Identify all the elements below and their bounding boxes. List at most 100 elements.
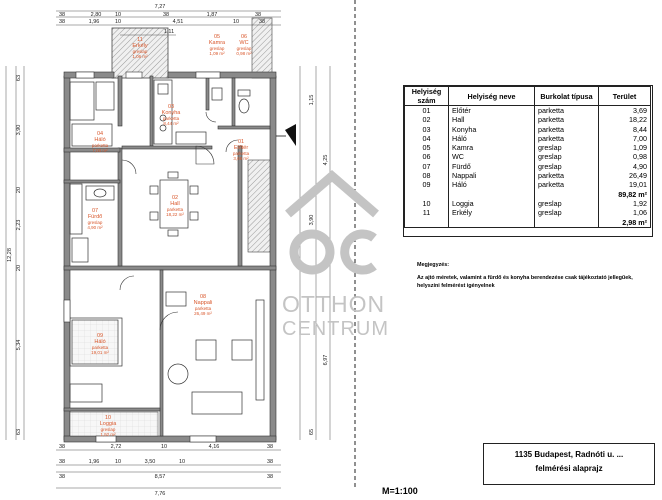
room-03-no: 03 bbox=[168, 104, 174, 110]
room-05-no: 05 bbox=[214, 34, 220, 40]
dimension-texts-vertical: 12,28 63 3,90 20 2,23 20 5,34 63 1,15 4,… bbox=[7, 75, 329, 435]
room-01-floor: parketta bbox=[233, 151, 250, 156]
table-total-row: 2,98 m² bbox=[404, 217, 651, 228]
dim-left-1: 63 bbox=[16, 75, 22, 81]
right-wall-hatch bbox=[247, 159, 273, 253]
cell-name: Nappali bbox=[448, 171, 535, 181]
cell-area: 1,92 bbox=[598, 198, 651, 209]
cell-area: 18,22 bbox=[598, 115, 651, 125]
dim-bot-2d: 3,50 bbox=[145, 459, 156, 465]
label-room-04: 04 Háló parketta 7,00 m² bbox=[92, 131, 109, 153]
dim-right-2: 4,25 bbox=[323, 155, 329, 166]
dim-bot-3b: 8,57 bbox=[155, 474, 166, 480]
label-room-07: 07 Fürdő greslap 4,90 m² bbox=[87, 208, 103, 230]
room-08-floor: parketta bbox=[195, 306, 212, 311]
dim-bot-2f: 38 bbox=[267, 459, 273, 465]
cell-empty bbox=[448, 217, 535, 228]
cell-no: 06 bbox=[404, 152, 449, 162]
room-04-name: Háló bbox=[94, 137, 105, 143]
room-08-no: 08 bbox=[200, 294, 206, 300]
cell-area: 7,00 bbox=[598, 133, 651, 144]
dimension-lines bbox=[5, 10, 331, 489]
door-swings bbox=[119, 111, 239, 331]
cell-total: 2,98 m² bbox=[598, 217, 651, 228]
room-10-name: Loggia bbox=[100, 421, 117, 427]
room-11-area: 1,06 m² bbox=[132, 54, 148, 59]
room-02-no: 02 bbox=[172, 195, 178, 201]
room-07-no: 07 bbox=[92, 208, 98, 214]
cell-area: 8,44 bbox=[598, 124, 651, 134]
dim-right-4: 6,97 bbox=[323, 355, 329, 366]
room-09-name: Háló bbox=[94, 339, 105, 345]
cell-floor: parketta bbox=[534, 171, 599, 181]
cell-floor: greslap bbox=[534, 198, 599, 209]
room-11-no: 11 bbox=[137, 37, 143, 43]
cell-empty bbox=[404, 189, 449, 199]
title-subtitle: felmérési alaprajz bbox=[535, 464, 603, 473]
cell-no: 07 bbox=[404, 161, 449, 172]
room-11-floor: greslap bbox=[133, 49, 148, 54]
dim-right-5: 65 bbox=[309, 429, 315, 435]
table-total-row: 89,82 m² bbox=[404, 189, 651, 199]
dim-right-3: 3,90 bbox=[309, 215, 315, 226]
room-07-name: Fürdő bbox=[88, 214, 102, 220]
cell-empty bbox=[534, 189, 599, 199]
label-room-11: 11 Erkély greslap 1,06 m² bbox=[132, 37, 148, 59]
room-02-area: 18,22 m² bbox=[166, 212, 184, 217]
dim-bot-1d: 4,16 bbox=[209, 444, 220, 450]
dim-left-7: 63 bbox=[16, 429, 22, 435]
room-05-area: 1,09 m² bbox=[209, 51, 225, 56]
dim-bottom-overall: 7,76 bbox=[155, 491, 166, 497]
cell-no: 03 bbox=[404, 124, 449, 134]
room-05-name: Kamra bbox=[209, 40, 226, 46]
room-08-area: 26,49 m² bbox=[194, 311, 212, 316]
room-01-area: 3,69 m² bbox=[233, 156, 249, 161]
living-room-furniture bbox=[165, 291, 265, 415]
room-09-floor: parketta bbox=[92, 345, 109, 350]
cell-floor: greslap bbox=[534, 152, 599, 162]
cell-floor: greslap bbox=[534, 208, 599, 218]
cell-no: 10 bbox=[404, 198, 449, 209]
cell-floor: parketta bbox=[534, 133, 599, 144]
right-wall-hatch bbox=[251, 17, 273, 79]
cell-name: Konyha bbox=[448, 124, 535, 134]
cell-no: 08 bbox=[404, 171, 449, 181]
room-09-area: 19,01 m² bbox=[91, 350, 109, 355]
cell-no: 11 bbox=[404, 208, 449, 218]
room-10-floor: greslap bbox=[101, 427, 116, 432]
dim-top-2c: 10 bbox=[115, 19, 121, 25]
cell-floor: parketta bbox=[534, 105, 599, 116]
room-07-area: 4,90 m² bbox=[87, 225, 103, 230]
cell-floor: parketta bbox=[534, 115, 599, 125]
room-08-name: Nappali bbox=[194, 300, 213, 306]
dim-bot-1c: 10 bbox=[161, 444, 167, 450]
balcony-erkely bbox=[111, 27, 169, 79]
room-07-floor: greslap bbox=[88, 220, 103, 225]
cell-no: 01 bbox=[404, 105, 449, 116]
dim-top-1e: 1,87 bbox=[207, 12, 218, 18]
dim-bot-1b: 2,72 bbox=[111, 444, 122, 450]
label-room-01: 01 Előtér parketta 3,69 m² bbox=[233, 139, 250, 161]
cell-area: 1,09 bbox=[598, 143, 651, 153]
dim-top-2d: 4,51 bbox=[173, 19, 184, 25]
dim-bot-1e: 38 bbox=[267, 444, 273, 450]
room-04-area: 7,00 m² bbox=[92, 148, 108, 153]
header-area: Terület bbox=[598, 86, 651, 106]
cell-empty bbox=[534, 217, 599, 228]
dim-top-overall: 7,27 bbox=[155, 4, 166, 10]
cell-floor: parketta bbox=[534, 124, 599, 134]
cell-area: 19,01 bbox=[598, 180, 651, 190]
cell-name: Hall bbox=[448, 115, 535, 125]
label-room-05: 05 Kamra greslap 1,09 m² bbox=[209, 34, 226, 56]
cell-area: 26,49 bbox=[598, 171, 651, 181]
room-labels: 11 Erkély greslap 1,06 m² 05 Kamra gresl… bbox=[87, 34, 252, 437]
dim-top-2b: 1,96 bbox=[89, 19, 100, 25]
cell-name: Erkély bbox=[448, 208, 535, 218]
note-heading: Megjegyzés: bbox=[417, 262, 450, 268]
room-06-no: 06 bbox=[241, 34, 247, 40]
